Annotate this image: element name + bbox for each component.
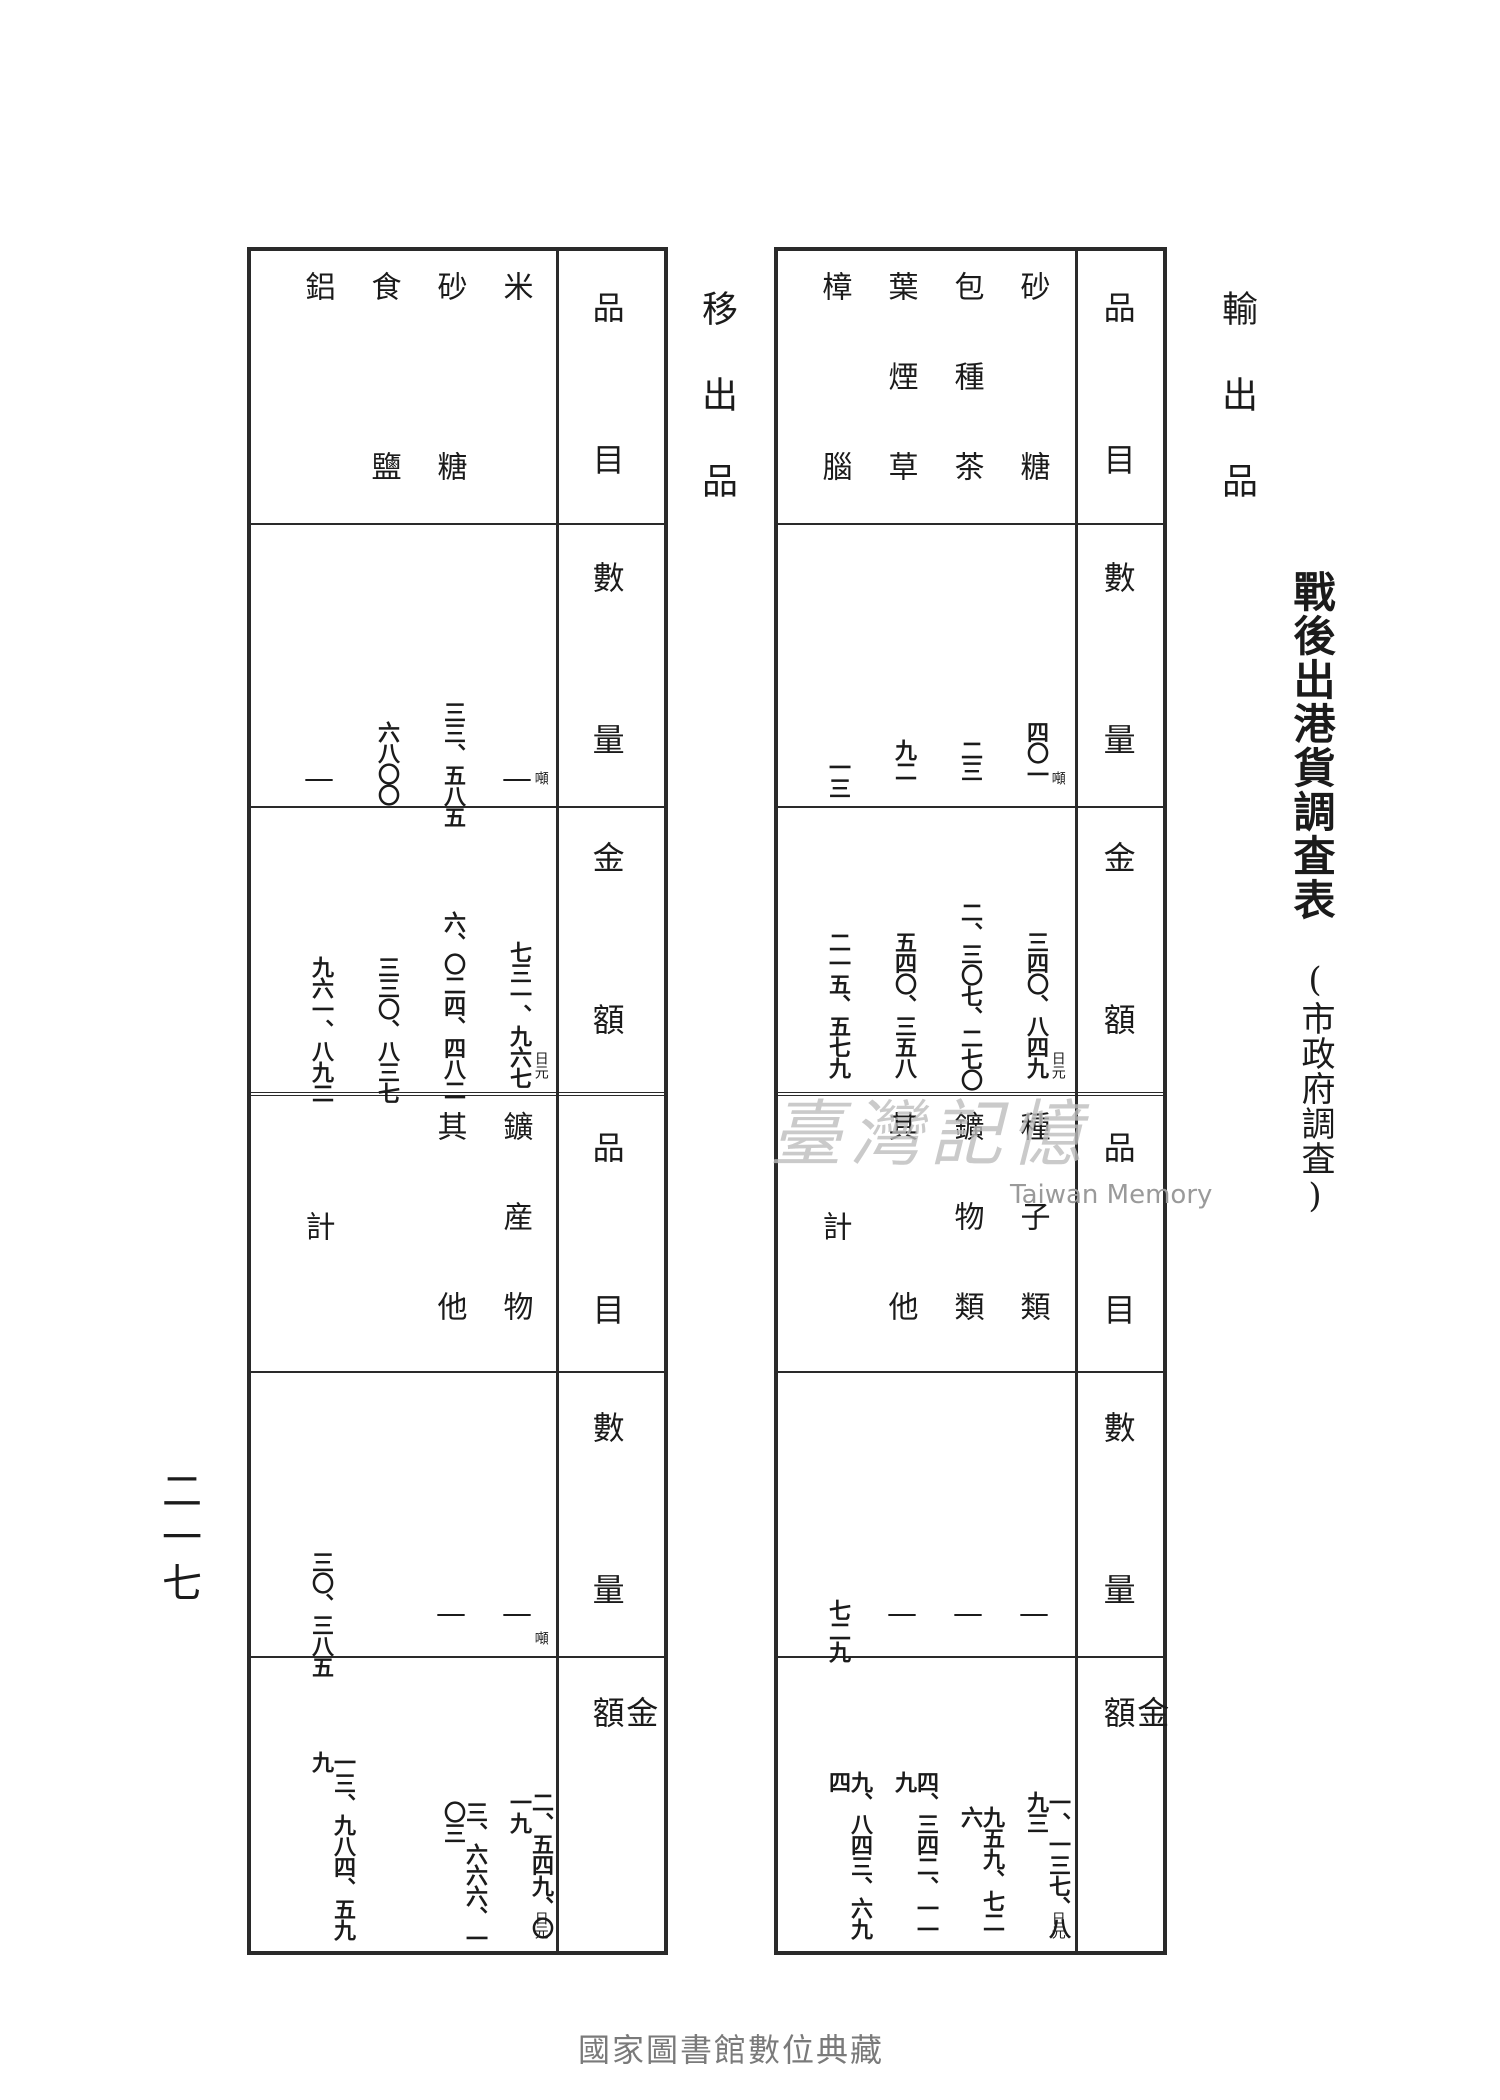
export-rule (778, 523, 1163, 525)
export-qty-camphor: 一三 (825, 756, 850, 798)
transfer-header-amount-2: 金額 (587, 1696, 660, 1858)
transfer-item-salt: 食鹽 (365, 271, 401, 631)
transfer-header-item: 品目 (587, 291, 626, 595)
transfer-header-item-2: 品目 (587, 1131, 626, 1455)
export-item-total: 計 (816, 1211, 852, 1241)
transfer-unit-amount-2: 日元 (532, 1911, 549, 1939)
transfer-section-title: 移出品 (696, 290, 737, 548)
transfer-qty-salt: 六八〇〇 (374, 721, 399, 805)
transfer-col-divider (556, 251, 559, 1951)
export-qty-pouchong-tea: 二三 (957, 739, 982, 781)
page-subtitle: (市政府調査) (1295, 960, 1335, 1217)
transfer-qty-total: 三〇、三八五 (308, 1551, 333, 1677)
export-col-divider (1075, 251, 1078, 1951)
transfer-rule (251, 806, 664, 808)
transfer-header-quantity: 數量 (587, 561, 626, 885)
export-amt-seeds: 一、一三七、八九三 (1023, 1791, 1070, 1938)
transfer-amt-salt: 三三〇、八三七 (374, 956, 399, 1103)
transfer-item-aluminum: 鋁 (299, 271, 335, 301)
transfer-item-other: 其他 (431, 1111, 467, 1471)
export-amt-other: 四、三四二、一一九 (891, 1771, 938, 1939)
export-header-item-2: 品目 (1098, 1131, 1137, 1455)
export-amt-total: 九、八四三、六九四 (825, 1771, 872, 1939)
page-number: 二一七 (155, 1470, 201, 1608)
export-unit-quantity: 噸 (1049, 771, 1066, 785)
transfer-unit-amount: 日元 (532, 1051, 549, 1079)
page-title: 戰後出港貨調査表 (1287, 570, 1336, 922)
export-rule (778, 1371, 1163, 1373)
export-qty-leaf-tobacco: 九二 (891, 739, 916, 781)
export-qty-seeds: — (1016, 1596, 1052, 1631)
transfer-header-quantity-2: 數量 (587, 1411, 626, 1735)
transfer-amt-aluminum: 九六一、八九二 (308, 956, 333, 1103)
export-midrule (778, 1092, 1163, 1096)
export-rule (778, 806, 1163, 808)
transfer-amt-sugar: 六、〇二四、四八二 (440, 911, 465, 1100)
transfer-item-mineral-products: 鑛産物 (497, 1111, 533, 1381)
transfer-unit-quantity-2: 噸 (532, 1631, 549, 1645)
watermark-logo: 臺灣記憶 (770, 1092, 1091, 1176)
export-unit-amount-2: 日元 (1049, 1911, 1066, 1939)
transfer-header-amount: 金額 (587, 841, 626, 1165)
footer-credit: 國家圖書館數位典藏 (578, 2031, 885, 2069)
export-item-seeds: 種子類 (1014, 1111, 1050, 1381)
export-item-camphor: 樟腦 (816, 271, 852, 631)
transfer-qty-sugar: 三三、五八五 (440, 701, 465, 827)
transfer-table: 品目 數量 金額 品目 數量 金額 噸 日元 噸 日元 米 砂糖 食鹽 鋁 — … (247, 247, 668, 1955)
transfer-midrule (251, 1092, 664, 1096)
transfer-rule (251, 1656, 664, 1658)
export-amt-sugar: 三四〇、八四九 (1023, 931, 1048, 1078)
transfer-item-total: 計 (299, 1211, 335, 1241)
export-qty-total: 七二九 (825, 1599, 850, 1662)
export-header-amount: 金額 (1098, 841, 1137, 1165)
export-header-quantity: 數量 (1098, 561, 1137, 885)
export-header-quantity-2: 數量 (1098, 1411, 1137, 1735)
transfer-amt-total: 一三、九八四、五九九 (308, 1751, 355, 1940)
export-item-pouchong-tea: 包種茶 (948, 271, 984, 541)
export-amt-pouchong-tea: 二、三〇七、二七〇 (957, 901, 982, 1090)
export-amt-minerals: 九五九、七二六 (957, 1806, 1004, 1932)
watermark-caption: Taiwan Memory (1010, 1180, 1213, 1210)
export-qty-other: — (884, 1596, 920, 1631)
transfer-item-rice: 米 (497, 271, 533, 301)
transfer-qty-aluminum: — (301, 761, 337, 796)
export-item-other: 其他 (882, 1111, 918, 1471)
export-qty-sugar: 四〇一 (1023, 721, 1048, 784)
transfer-qty-other: — (433, 1596, 469, 1631)
transfer-amt-other: 三、六六六、一〇三 (440, 1801, 487, 1948)
export-qty-minerals: — (950, 1596, 986, 1631)
export-amt-leaf-tobacco: 五四〇、三五八 (891, 931, 916, 1078)
export-item-sugar: 砂糖 (1014, 271, 1050, 631)
export-section-title: 輸出品 (1216, 290, 1257, 548)
transfer-unit-quantity: 噸 (532, 771, 549, 785)
export-unit-amount: 日元 (1049, 1051, 1066, 1079)
transfer-qty-rice: — (499, 761, 535, 796)
export-header-amount-2: 金額 (1098, 1696, 1171, 1858)
transfer-amt-rice: 七三一、九六七 (506, 941, 531, 1088)
export-header-item: 品目 (1098, 291, 1137, 595)
transfer-rule (251, 1371, 664, 1373)
export-table: 品目 數量 金額 品目 數量 金額 噸 日元 日元 砂糖 包種茶 葉煙草 樟腦 … (774, 247, 1171, 1955)
export-amt-camphor: 二一五、五七九 (825, 931, 850, 1078)
export-item-minerals: 鑛物類 (948, 1111, 984, 1381)
transfer-item-sugar: 砂糖 (431, 271, 467, 631)
transfer-amt-mineral-products: 二、五四九、〇一九 (506, 1791, 553, 1938)
transfer-rule (251, 523, 664, 525)
export-item-leaf-tobacco: 葉煙草 (882, 271, 918, 541)
transfer-qty-mineral-products: — (499, 1596, 535, 1631)
export-rule (778, 1656, 1163, 1658)
